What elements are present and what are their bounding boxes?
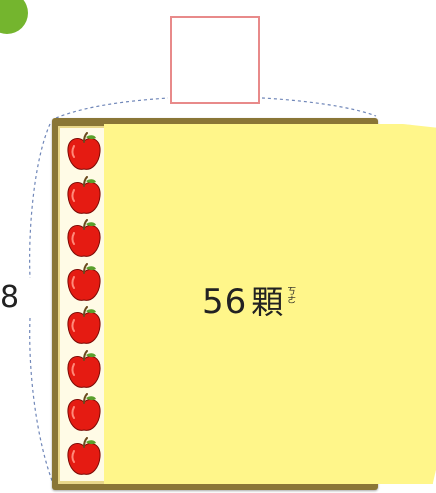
left-height-brace	[29, 123, 55, 487]
answer-box[interactable]	[170, 16, 260, 104]
apple-icon	[67, 132, 101, 170]
total-label: 56 顆 ㄎㄜ	[202, 280, 295, 324]
top-width-brace	[55, 97, 377, 119]
apple-icon	[67, 175, 101, 214]
apple-icon	[67, 262, 101, 301]
apple-icon	[67, 219, 101, 257]
apple-icon	[67, 393, 101, 431]
apple-icon	[67, 436, 101, 475]
total-unit-ruby: ㄎㄜ	[285, 286, 296, 304]
total-unit: 顆	[251, 283, 284, 321]
apple-icon	[67, 306, 101, 344]
total-number: 56	[202, 282, 248, 322]
covering-paper	[104, 124, 436, 484]
apple-icon	[67, 349, 101, 388]
column-count-label: 8	[0, 280, 20, 315]
